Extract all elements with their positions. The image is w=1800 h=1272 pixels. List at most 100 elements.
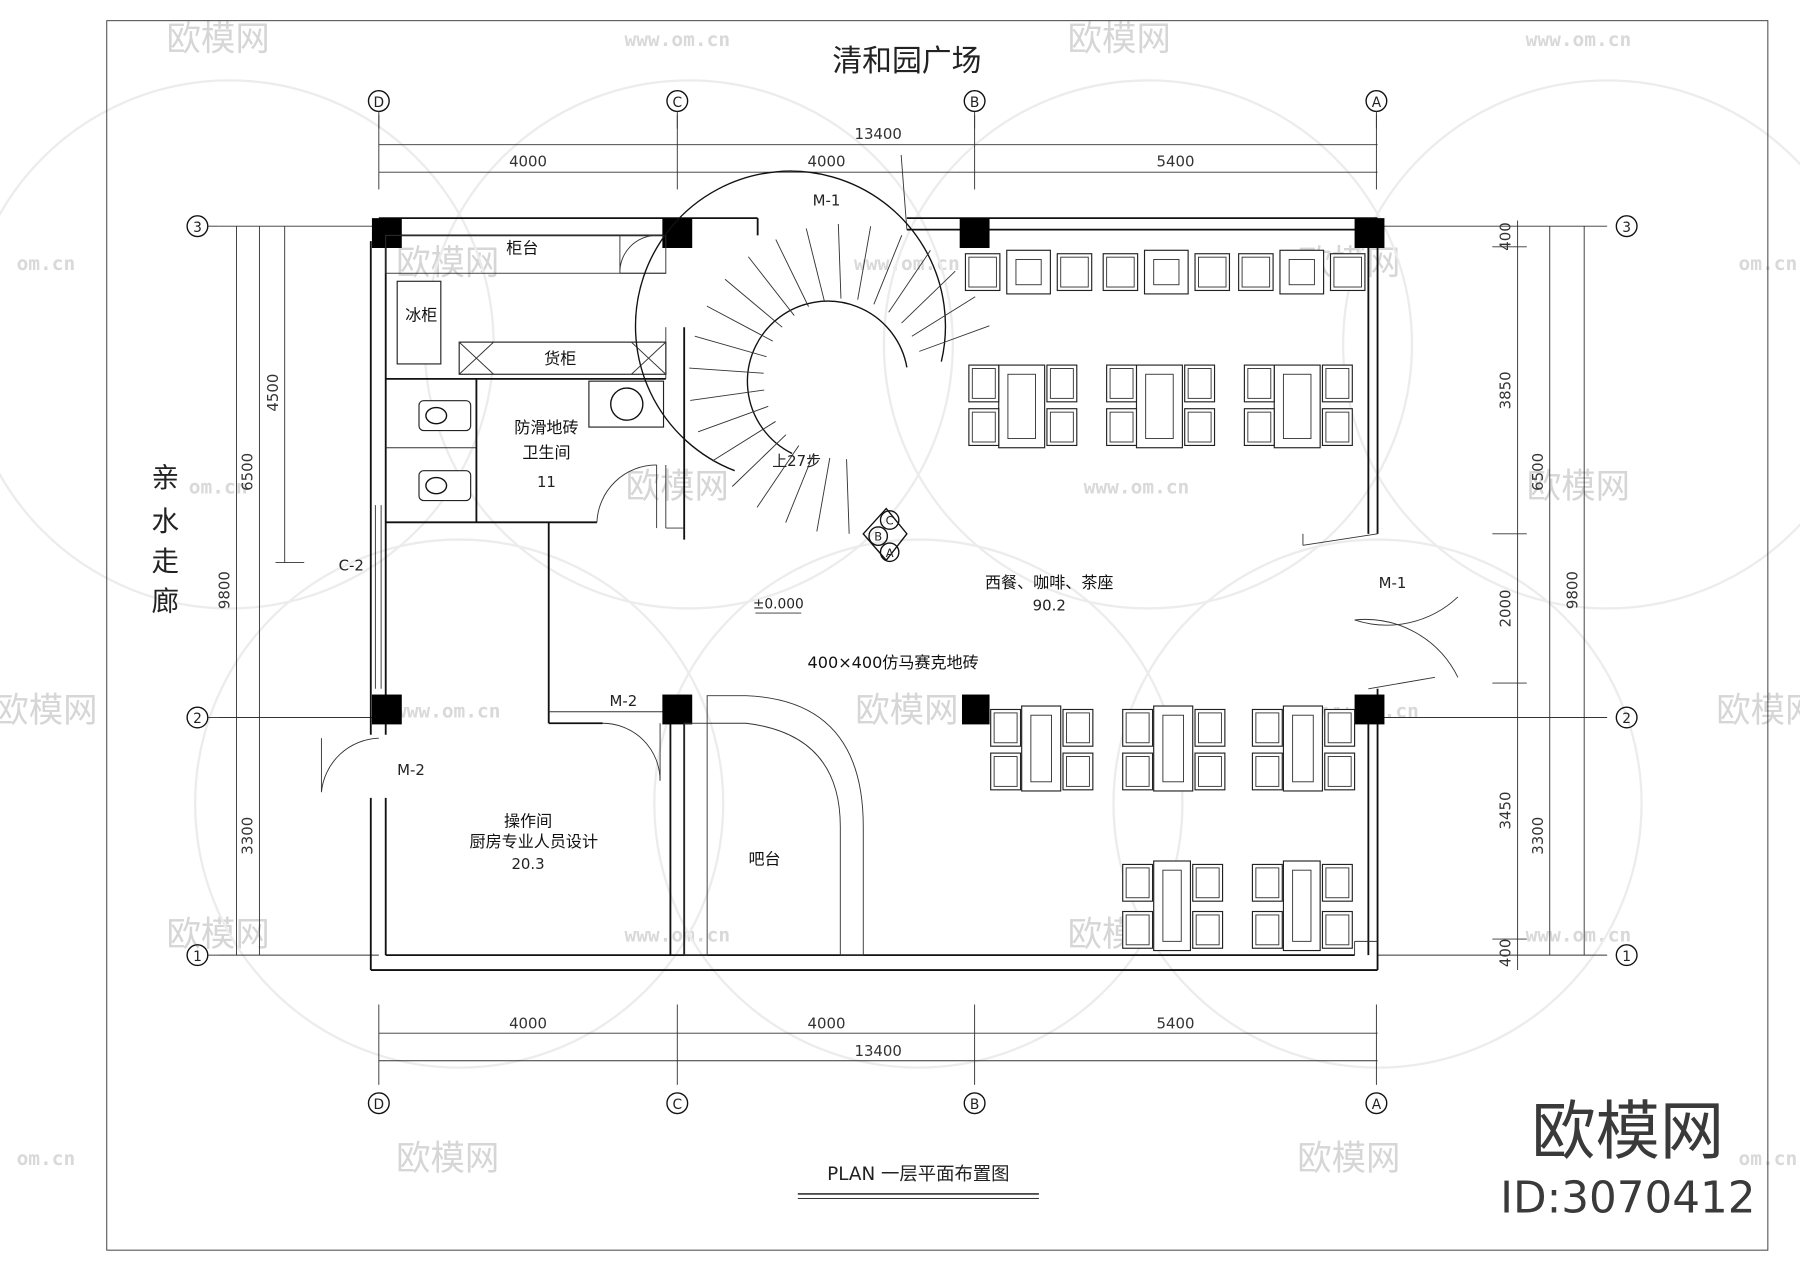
chair bbox=[1321, 364, 1353, 403]
chair bbox=[1194, 752, 1226, 791]
stair-tread bbox=[816, 457, 831, 532]
stair-tread bbox=[724, 278, 783, 328]
chair bbox=[1251, 910, 1283, 949]
table bbox=[1282, 705, 1324, 792]
table-inset bbox=[1145, 373, 1174, 440]
watermark-arc bbox=[1112, 538, 1643, 1069]
stair-tread bbox=[901, 270, 956, 324]
svg-text:B: B bbox=[970, 1097, 979, 1113]
chair bbox=[1106, 408, 1138, 447]
axis-1-right: 1 bbox=[1615, 944, 1638, 967]
axis-B-top: B bbox=[963, 90, 986, 129]
chair bbox=[1122, 752, 1154, 791]
dim-bottom-seg-3: 5400 bbox=[1157, 1015, 1195, 1033]
dim-left-upper: 6500 bbox=[239, 453, 257, 491]
svg-text:C: C bbox=[672, 95, 682, 111]
table bbox=[1153, 860, 1192, 952]
chair-seat bbox=[1106, 256, 1135, 288]
watermark-url: www.om.cn bbox=[624, 28, 730, 51]
fridge-label: 冰柜 bbox=[405, 305, 437, 324]
watermark-arc bbox=[194, 538, 725, 1069]
chair-seat bbox=[1327, 712, 1352, 744]
watermark-url: www.om.cn bbox=[1526, 28, 1632, 51]
svg-text:3: 3 bbox=[1622, 220, 1631, 236]
bottom-dimensions: 4000 4000 5400 13400 bbox=[378, 1004, 1378, 1085]
svg-text:1: 1 bbox=[1622, 949, 1631, 965]
stair-tread bbox=[689, 367, 764, 374]
stair-tread bbox=[846, 459, 850, 534]
door-m1-top: M-1 bbox=[813, 192, 841, 210]
watermark-arc bbox=[882, 79, 1414, 610]
chair-seat bbox=[1255, 756, 1280, 787]
brand-logo: 欧模网 bbox=[1531, 1095, 1724, 1170]
restroom-area: 11 bbox=[537, 473, 556, 491]
axis-3-left: 3 bbox=[186, 215, 219, 238]
doors bbox=[320, 234, 666, 793]
watermark-arc bbox=[653, 538, 1184, 1069]
chair bbox=[1251, 863, 1283, 902]
svg-text:3: 3 bbox=[193, 220, 202, 236]
stair-tread bbox=[747, 256, 795, 316]
stair-tread bbox=[706, 305, 774, 342]
watermark-logo: 欧模网 bbox=[855, 691, 958, 731]
stair-tread bbox=[785, 453, 815, 523]
axis-D-top: D bbox=[367, 90, 390, 129]
fridge bbox=[396, 280, 442, 365]
kitchen-note: 厨房专业人员设计 bbox=[470, 832, 599, 851]
chair bbox=[1329, 253, 1366, 292]
svg-text:2: 2 bbox=[193, 711, 202, 727]
chair bbox=[990, 752, 1022, 791]
chair bbox=[1062, 752, 1094, 791]
shelf bbox=[458, 341, 667, 375]
drawing-frame bbox=[106, 20, 1769, 1251]
dining-name: 西餐、咖啡、茶座 bbox=[985, 573, 1113, 592]
dining-furniture bbox=[964, 249, 1366, 952]
counter-label: 柜台 bbox=[506, 239, 538, 258]
svg-text:C: C bbox=[672, 1097, 682, 1113]
dim-top-seg-2: 4000 bbox=[808, 152, 846, 170]
restroom-label: 卫生间 bbox=[522, 443, 570, 462]
dim-right-upper: 6500 bbox=[1529, 453, 1547, 491]
kitchen-area: 20.3 bbox=[511, 855, 544, 873]
chair bbox=[1324, 708, 1356, 747]
chair bbox=[1062, 708, 1094, 747]
spiral-staircase bbox=[634, 170, 990, 534]
chair bbox=[1251, 752, 1283, 791]
stair-tread bbox=[775, 239, 809, 307]
table-inset bbox=[1007, 373, 1036, 440]
stair-tread bbox=[911, 296, 976, 337]
stair-tread bbox=[919, 325, 990, 352]
dim-right-seg-2: 3850 bbox=[1497, 371, 1515, 409]
table-inset bbox=[1292, 714, 1314, 783]
chair-seat bbox=[1125, 756, 1150, 787]
chair-seat bbox=[1187, 368, 1212, 399]
corridor-char-3: 走 bbox=[152, 546, 180, 578]
chair bbox=[1194, 253, 1231, 292]
table-inset bbox=[1292, 869, 1312, 942]
chair-seat bbox=[1109, 411, 1134, 443]
chair bbox=[1122, 863, 1154, 902]
right-dimensions: 400 3850 2000 3450 400 6500 3300 9800 bbox=[1377, 220, 1608, 971]
top-dimensions: 13400 4000 4000 5400 bbox=[378, 114, 1378, 190]
dim-top-total: 13400 bbox=[854, 125, 901, 143]
stair-tread bbox=[697, 405, 769, 433]
watermark-logo: 欧模网 bbox=[1068, 20, 1171, 60]
chair-seat bbox=[1198, 256, 1227, 288]
index-symbol: C B A bbox=[862, 507, 908, 563]
table-inset bbox=[1162, 869, 1182, 942]
chair bbox=[1106, 364, 1138, 403]
dim-left-inner: 4500 bbox=[264, 374, 282, 412]
chair-seat bbox=[1187, 411, 1212, 443]
stair-tread bbox=[712, 421, 776, 462]
corridor-char-2: 水 bbox=[152, 505, 180, 537]
plaza-title: 清和园广场 bbox=[832, 44, 981, 79]
table bbox=[1279, 249, 1325, 295]
watermark-url: om.cn bbox=[17, 1147, 76, 1170]
restroom-fixtures: 防滑地砖 卫生间 11 bbox=[418, 380, 665, 502]
chair bbox=[968, 408, 1000, 447]
watermark-url: om.cn bbox=[17, 252, 76, 275]
chair-seat bbox=[1327, 756, 1352, 787]
svg-text:B: B bbox=[970, 95, 979, 111]
table bbox=[1135, 364, 1183, 449]
